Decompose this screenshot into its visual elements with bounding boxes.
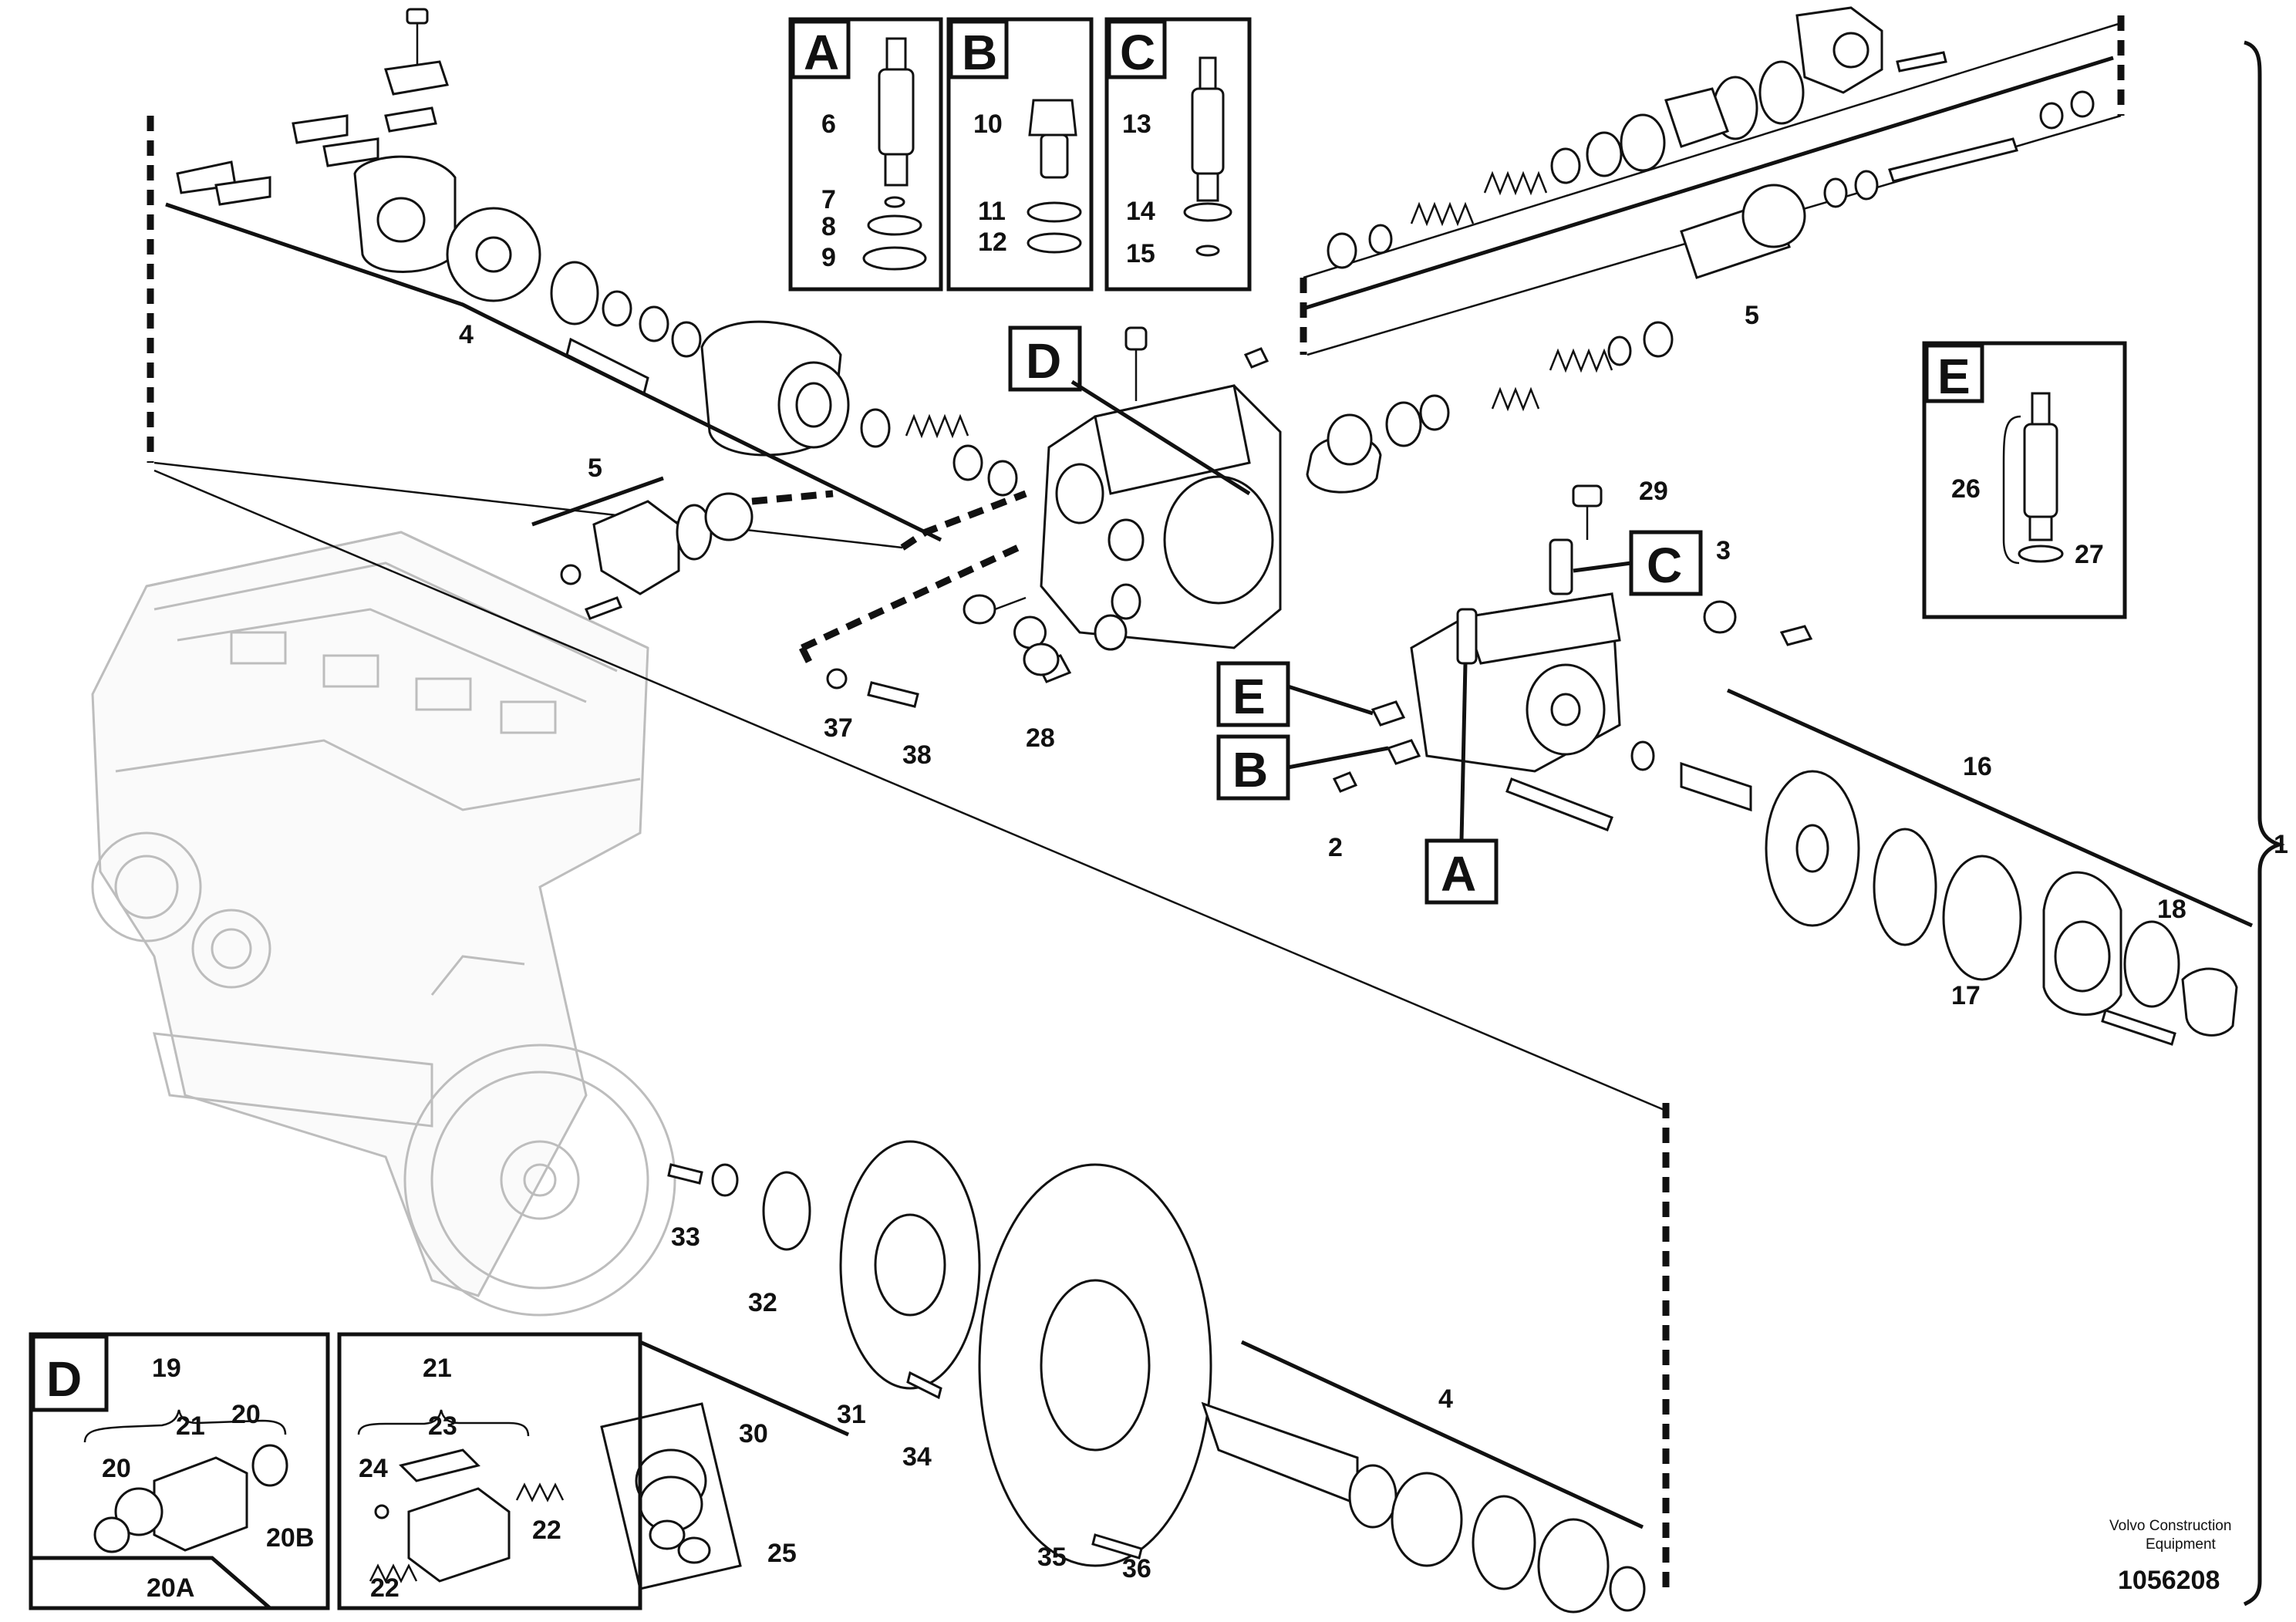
detail-box-D: D 19 21 20 21 20 20B 20A 23 24 22 22 <box>29 1332 642 1610</box>
group-brackets <box>165 40 2285 1607</box>
label-35: 35 <box>1037 1543 1067 1572</box>
callout-D: D <box>1008 325 1251 496</box>
detail-box-E: E 26 27 <box>1922 341 2127 619</box>
label-7: 7 <box>821 185 836 214</box>
brand-line-2: Equipment <box>2146 1536 2217 1553</box>
label-16: 16 <box>1963 752 1992 781</box>
label-5-right: 5 <box>1745 301 1759 330</box>
label-26: 26 <box>1951 474 1981 504</box>
label-6: 6 <box>821 110 836 139</box>
label-2: 2 <box>1328 833 1343 862</box>
group-5-left-parts <box>560 492 919 708</box>
label-30: 30 <box>739 1419 768 1448</box>
group-16-parts <box>1680 761 2238 1046</box>
label-34: 34 <box>902 1442 932 1472</box>
label-28: 28 <box>1026 723 1055 753</box>
seal-kit-25 <box>600 1402 742 1590</box>
detail-box-A: A 6 7 8 9 <box>788 17 943 292</box>
engine-ghost-drawing <box>91 531 676 1317</box>
label-4-top: 4 <box>459 320 474 349</box>
label-22-left: 22 <box>370 1573 400 1603</box>
pump-front-parts <box>176 8 1018 497</box>
label-29: 29 <box>1639 477 1668 506</box>
svg-text:B: B <box>1232 742 1268 798</box>
drawing-number: 1056208 <box>2118 1566 2220 1595</box>
box-letter-A: A <box>804 25 839 80</box>
group-5-right-parts <box>1306 6 2095 494</box>
label-31: 31 <box>837 1400 866 1429</box>
box-letter-D: D <box>46 1351 82 1407</box>
callout-E: E <box>1216 661 1374 727</box>
label-21: 21 <box>176 1411 205 1441</box>
label-17: 17 <box>1951 981 1981 1010</box>
label-20-right: 20 <box>231 1400 261 1429</box>
label-3: 3 <box>1716 536 1731 565</box>
label-10: 10 <box>973 110 1003 139</box>
svg-text:C: C <box>1647 538 1682 593</box>
brand-line-1: Volvo Construction <box>2109 1518 2231 1534</box>
label-19: 19 <box>152 1354 181 1383</box>
label-23: 23 <box>428 1411 457 1441</box>
detail-box-C: C 13 14 15 <box>1104 17 1252 292</box>
callout-B: B <box>1216 734 1389 801</box>
label-20B: 20B <box>266 1523 314 1553</box>
label-36: 36 <box>1122 1554 1151 1583</box>
group-boundaries <box>147 15 2125 1589</box>
label-24: 24 <box>359 1454 388 1483</box>
label-15: 15 <box>1126 239 1155 268</box>
label-14: 14 <box>1126 197 1155 226</box>
label-32: 32 <box>748 1288 777 1317</box>
callout-C: C <box>1573 530 1703 596</box>
label-18: 18 <box>2157 895 2186 924</box>
label-13: 13 <box>1122 110 1151 139</box>
box-letter-C: C <box>1120 25 1155 80</box>
label-21-group: 21 <box>423 1354 452 1383</box>
label-11: 11 <box>978 197 1006 226</box>
drawing-footer: Volvo Construction Equipment 1056208 <box>2109 1518 2231 1595</box>
pump-housing <box>963 326 1282 683</box>
part-labels: 4 5 5 29 3 37 38 28 2 16 18 17 33 32 31 … <box>459 301 2288 1583</box>
label-20-left: 20 <box>102 1454 131 1483</box>
callout-A: A <box>1424 663 1499 905</box>
label-22-right: 22 <box>532 1516 561 1545</box>
svg-text:E: E <box>1232 669 1266 724</box>
detail-box-B: B 10 11 12 <box>946 17 1094 292</box>
label-37: 37 <box>824 713 853 743</box>
label-4-bottom: 4 <box>1438 1384 1453 1414</box>
label-25: 25 <box>767 1539 797 1568</box>
label-12: 12 <box>978 228 1007 257</box>
label-33: 33 <box>671 1222 700 1252</box>
svg-text:A: A <box>1441 846 1476 902</box>
label-1: 1 <box>2274 830 2288 859</box>
box-letter-E: E <box>1937 349 1971 404</box>
label-5-left: 5 <box>588 454 602 483</box>
svg-text:D: D <box>1026 333 1061 389</box>
label-9: 9 <box>821 243 836 272</box>
drive-parts <box>667 1140 1646 1614</box>
label-38: 38 <box>902 740 932 770</box>
label-20A: 20A <box>147 1573 194 1603</box>
label-27: 27 <box>2075 540 2104 569</box>
valve-block <box>1332 484 1813 831</box>
label-8: 8 <box>821 212 836 241</box>
box-letter-B: B <box>962 25 997 80</box>
